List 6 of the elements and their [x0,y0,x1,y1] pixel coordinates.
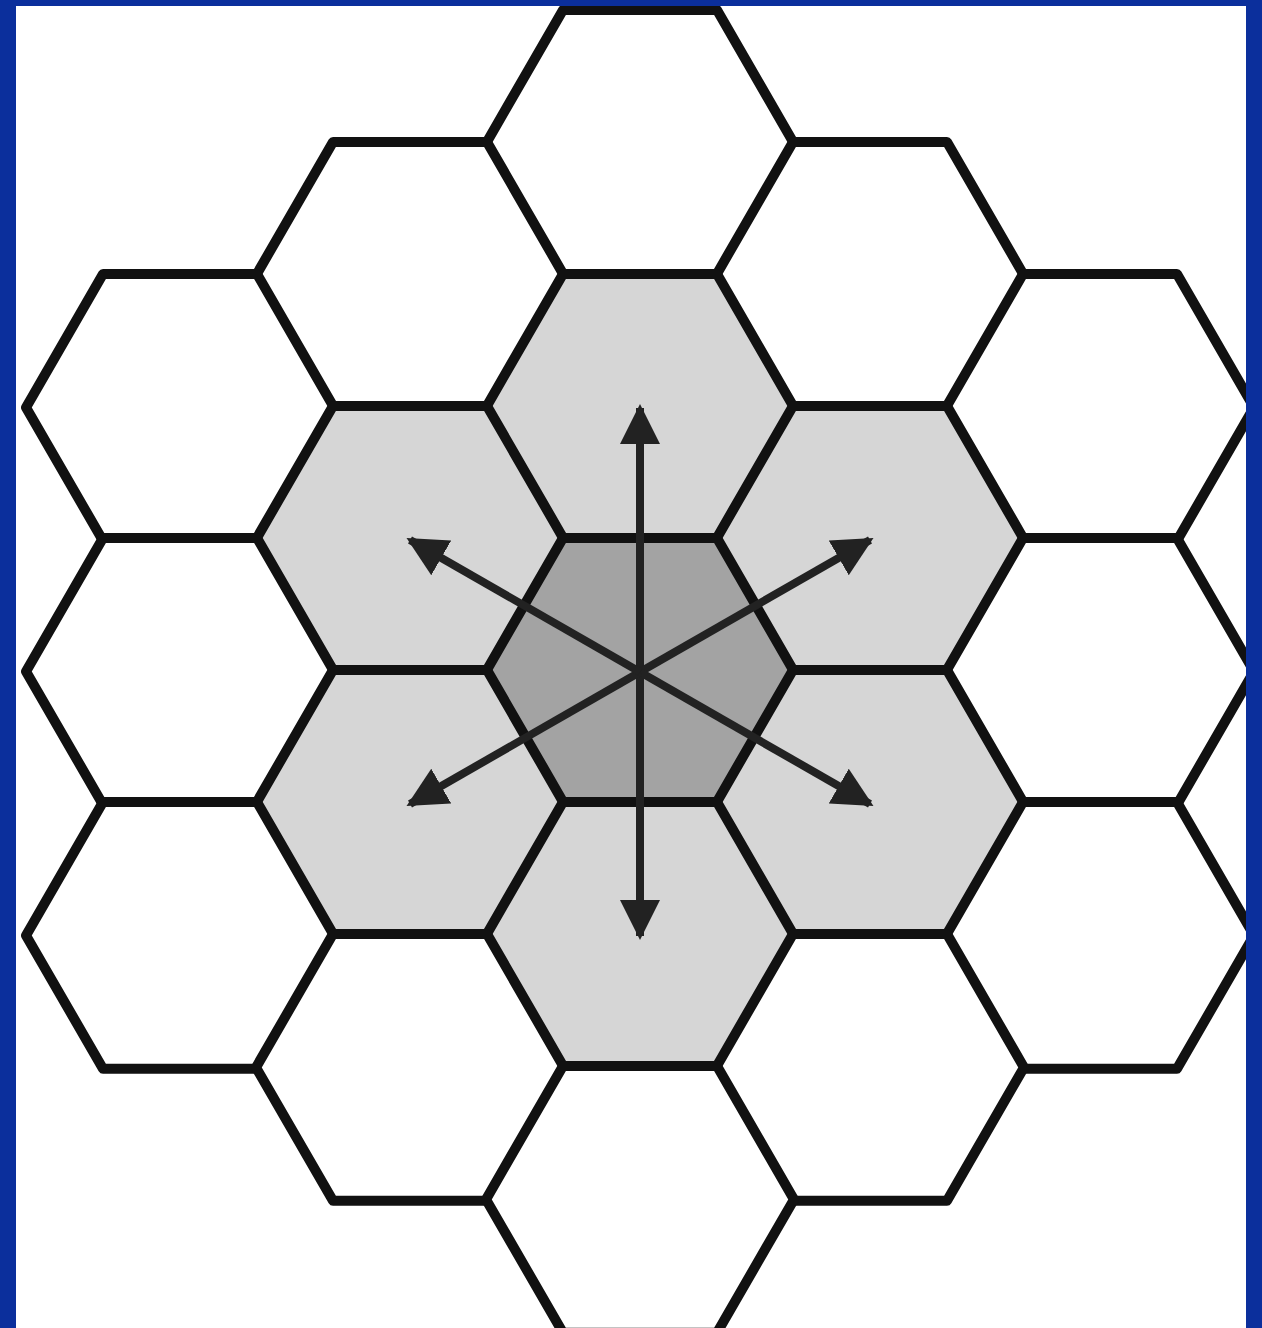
arrow [638,668,874,808]
arrow [638,536,874,676]
arrow [406,536,642,676]
arrow [620,404,660,672]
arrow [620,672,660,940]
arrow [406,668,642,808]
